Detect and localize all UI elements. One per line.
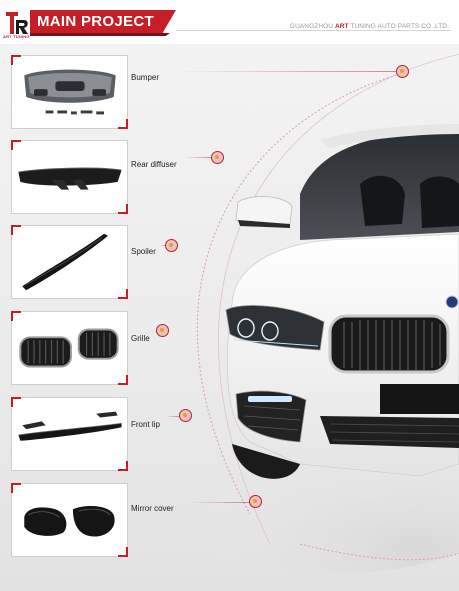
product-label-spoiler: Spoiler: [131, 247, 156, 256]
front-lip-part-icon: [18, 411, 122, 441]
connector-line-spoiler: [160, 245, 166, 246]
callout-dot-icon[interactable]: [249, 495, 262, 508]
product-label-bumper: Bumper: [131, 73, 160, 82]
product-label-grille: Grille: [131, 334, 150, 343]
callout-dot-icon[interactable]: [396, 65, 409, 78]
product-image-mirror-cover[interactable]: [11, 483, 128, 557]
connector-line-front-lip: [166, 416, 180, 417]
callout-dot-icon[interactable]: [165, 239, 178, 252]
header-divider: [176, 30, 451, 31]
backdrop-illustration: [130, 53, 459, 574]
title-banner: [30, 10, 176, 35]
product-label-mirror-cover: Mirror cover: [131, 504, 174, 513]
callout-dot-icon[interactable]: [179, 409, 192, 422]
product-label-rear-diffuser: Rear diffuser: [131, 160, 177, 169]
connector-line-bumper: [176, 71, 398, 72]
company-suffix: TUNING AUTO PARTS CO.,LTD.: [348, 23, 449, 30]
page-title: MAIN PROJECT: [37, 13, 154, 30]
product-image-grille[interactable]: [11, 311, 128, 385]
company-name: GUANGZHOU ART TUNING AUTO PARTS CO.,LTD.: [290, 23, 449, 30]
mirror-cover-part-icon: [24, 506, 115, 537]
product-image-rear-diffuser[interactable]: [11, 140, 128, 214]
company-highlight: ART: [334, 23, 349, 30]
company-prefix: GUANGZHOU: [289, 23, 335, 30]
product-image-front-lip[interactable]: [11, 397, 128, 471]
grille-part-icon: [19, 328, 119, 368]
rear-diffuser-part-icon: [18, 167, 122, 190]
spoiler-part-icon: [22, 233, 108, 291]
connector-line-rear-diffuser: [184, 157, 214, 158]
callout-dot-icon[interactable]: [156, 324, 169, 337]
callout-dot-icon[interactable]: [211, 151, 224, 164]
bumper-part-icon: [24, 69, 116, 115]
art-tuning-logo-icon: [6, 12, 28, 34]
connector-line-mirror-cover: [190, 502, 250, 503]
title-banner-shadow: [30, 33, 170, 36]
product-label-front-lip: Front lip: [131, 420, 160, 429]
product-image-bumper[interactable]: [11, 55, 128, 129]
logo-text: ART TUNING: [3, 34, 30, 39]
product-image-spoiler[interactable]: [11, 225, 128, 299]
